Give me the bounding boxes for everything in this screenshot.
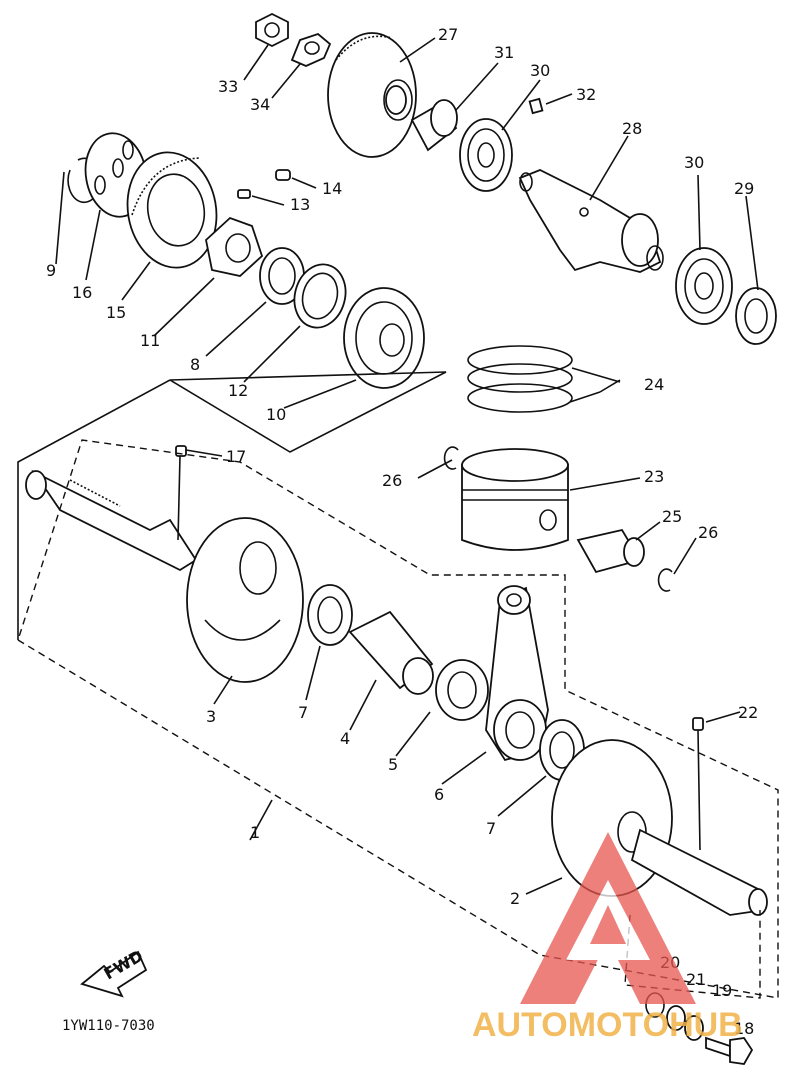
part-30-bearing-right — [675, 247, 733, 325]
forward-arrow-icon: FWD — [80, 946, 148, 998]
label-part-34: 34 — [250, 95, 270, 114]
part-29-oil-seal — [735, 287, 777, 345]
label-part-7-right: 7 — [486, 819, 496, 838]
part-number-labels: 1 2 3 4 5 6 7 7 8 9 10 11 12 13 14 15 16… — [46, 25, 758, 1038]
label-part-2: 2 — [510, 889, 520, 908]
label-part-9: 9 — [46, 261, 56, 280]
label-part-21: 21 — [686, 970, 706, 989]
label-part-27: 27 — [438, 25, 458, 44]
label-part-30-right: 30 — [684, 153, 704, 172]
part-28-balancer-shaft — [518, 169, 664, 273]
label-part-5: 5 — [388, 755, 398, 774]
part-6-connecting-rod — [485, 585, 549, 762]
label-part-26-left: 26 — [382, 471, 402, 490]
part-34-lock-washer — [290, 32, 332, 67]
part-11-hub — [205, 216, 264, 277]
label-part-31: 31 — [494, 43, 514, 62]
part-3-left-crank-half — [25, 469, 304, 683]
part-32-key — [528, 97, 544, 115]
part-5-needle-bearing — [435, 659, 489, 721]
watermark-logo-icon — [520, 832, 696, 1004]
label-part-23: 23 — [644, 467, 664, 486]
part-26-clip-left — [443, 446, 459, 470]
label-part-29: 29 — [734, 179, 754, 198]
part-19-washer — [684, 1015, 704, 1041]
label-part-24: 24 — [644, 375, 664, 394]
label-part-32: 32 — [576, 85, 596, 104]
label-part-12: 12 — [228, 381, 248, 400]
part-14-pin — [275, 169, 291, 181]
part-17-key — [175, 445, 187, 457]
part-4-crank-pin — [348, 610, 434, 695]
label-part-3: 3 — [206, 707, 216, 726]
label-part-11: 11 — [140, 331, 160, 350]
part-26-clip-right — [657, 568, 673, 592]
bearing-group-outline — [17, 371, 447, 640]
label-part-13: 13 — [290, 195, 310, 214]
part-25-piston-pin — [576, 528, 645, 574]
label-part-22: 22 — [738, 703, 758, 722]
part-18-bolt — [705, 1036, 754, 1065]
part-12-washer — [293, 263, 347, 329]
part-30-bearing-left — [459, 118, 513, 192]
part-23-piston — [461, 448, 569, 551]
part-15-drive-gear — [126, 151, 218, 269]
label-part-30-top: 30 — [530, 61, 550, 80]
label-part-6: 6 — [434, 785, 444, 804]
diagram-code: 1YW110-7030 — [62, 1018, 155, 1034]
part-22-key — [692, 717, 704, 731]
label-part-17: 17 — [226, 447, 246, 466]
label-part-16: 16 — [72, 283, 92, 302]
part-33-nut — [255, 12, 289, 48]
part-31-spacer — [410, 99, 458, 152]
label-part-26-right: 26 — [698, 523, 718, 542]
watermark-text: AUTOMOTOHUB — [472, 1006, 743, 1044]
label-part-10: 10 — [266, 405, 286, 424]
part-13-pin — [237, 189, 251, 199]
label-part-19: 19 — [712, 981, 732, 1000]
label-part-15: 15 — [106, 303, 126, 322]
part-27-balancer-gear — [327, 32, 417, 158]
label-part-8: 8 — [190, 355, 200, 374]
label-part-1: 1 — [250, 823, 260, 842]
label-part-28: 28 — [622, 119, 642, 138]
label-part-4: 4 — [340, 729, 350, 748]
bolt-group-outline — [624, 910, 761, 999]
label-part-18: 18 — [734, 1019, 754, 1038]
label-part-25: 25 — [662, 507, 682, 526]
part-21-washer — [666, 1005, 686, 1031]
part-7-shim-left — [307, 584, 353, 646]
label-part-7-left: 7 — [298, 703, 308, 722]
leader-lines — [55, 37, 759, 895]
label-part-14: 14 — [322, 179, 342, 198]
label-part-33: 33 — [218, 77, 238, 96]
part-2-right-crank-half — [551, 739, 768, 916]
part-24-piston-rings — [467, 345, 573, 413]
